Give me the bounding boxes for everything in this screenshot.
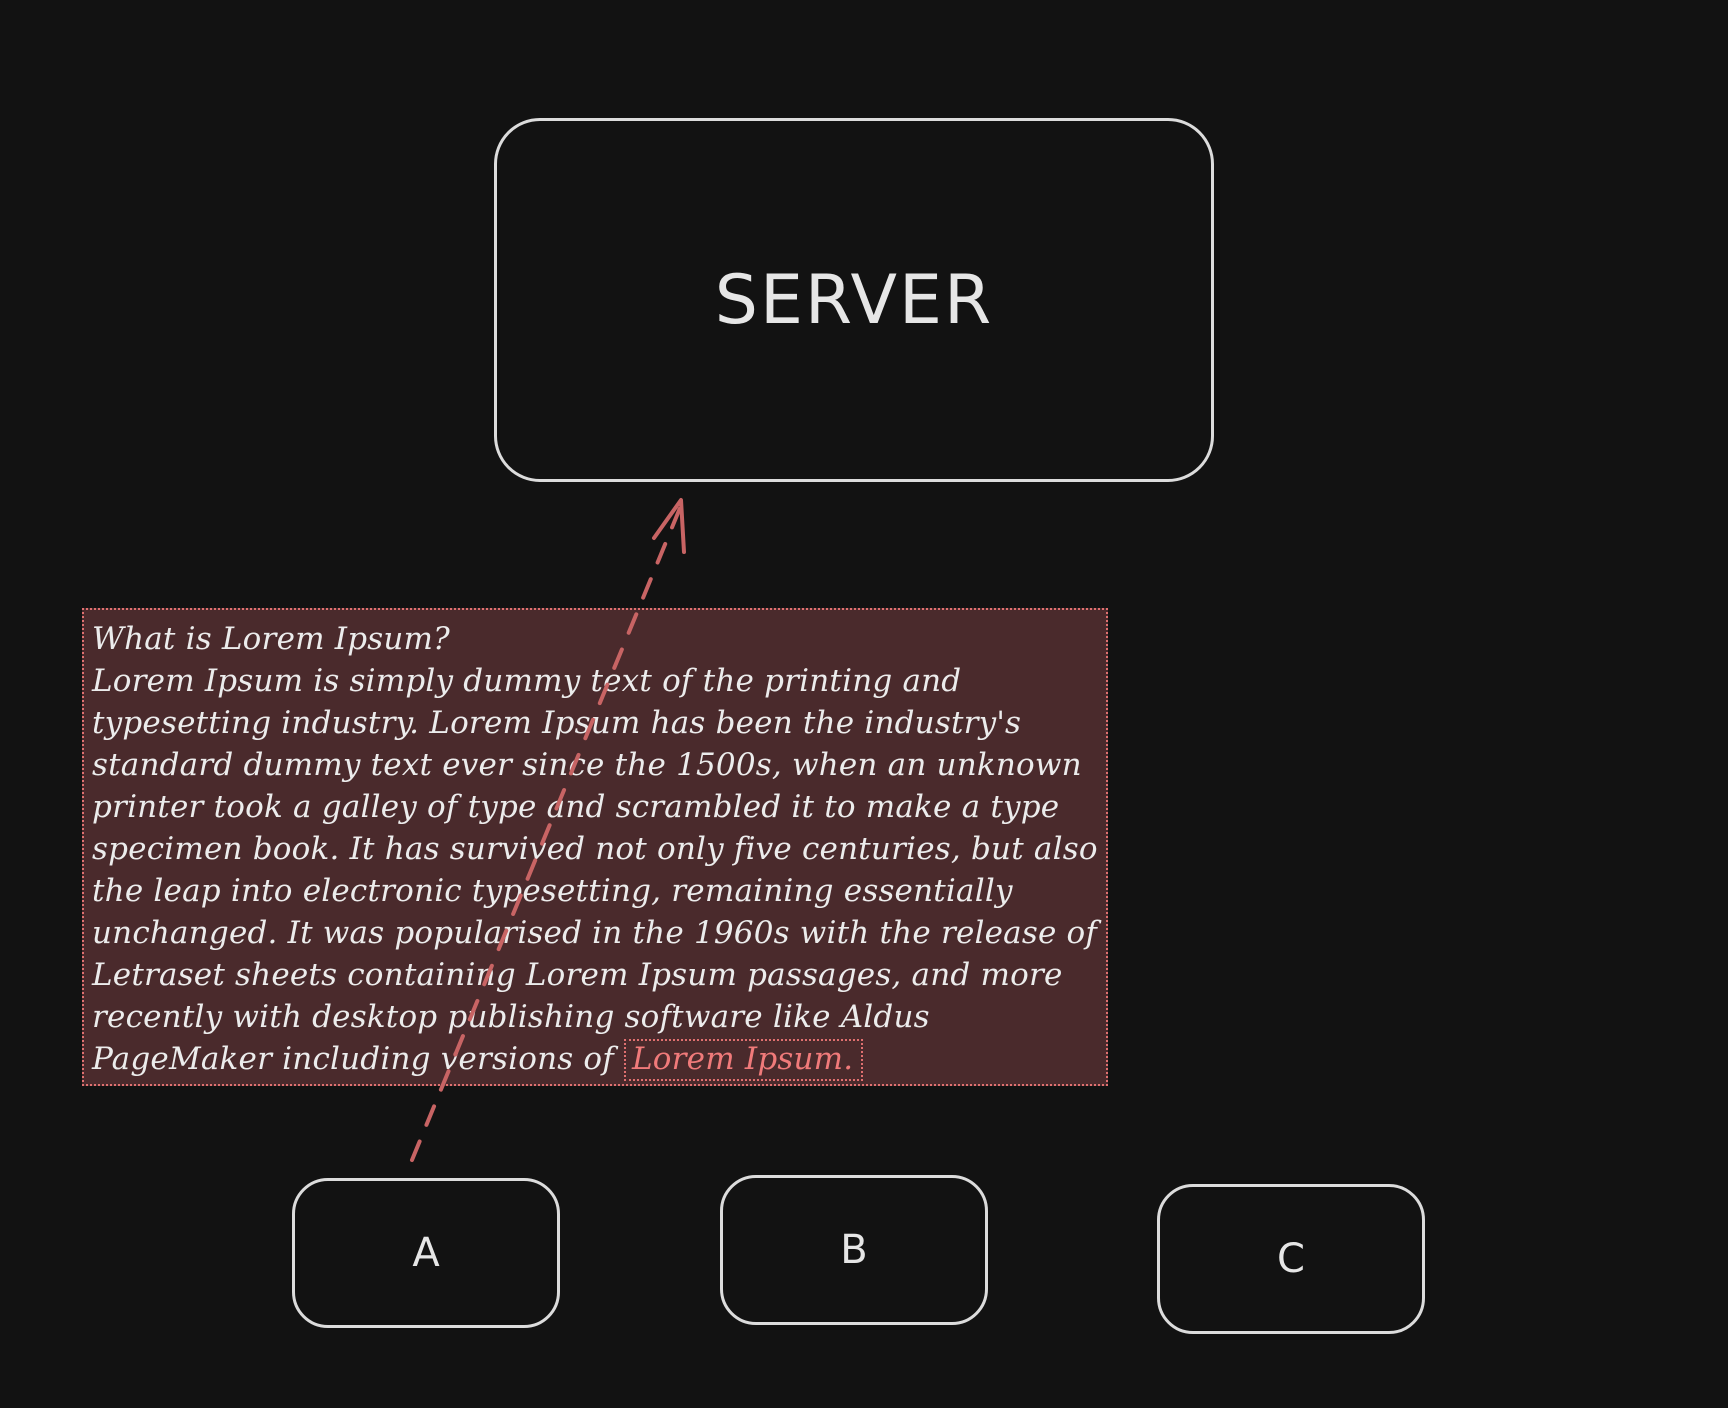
note-body: Lorem Ipsum is simply dummy text of the … [92, 663, 1098, 1077]
client-label-b: B [840, 1227, 868, 1273]
client-node-a[interactable]: A [292, 1178, 560, 1328]
server-node[interactable]: SERVER [494, 118, 1214, 482]
note-heading: What is Lorem Ipsum? [92, 621, 450, 657]
note-body-paragraph: Lorem Ipsum is simply dummy text of the … [92, 660, 1100, 1081]
note-highlight: Lorem Ipsum. [624, 1039, 864, 1081]
server-label: SERVER [714, 260, 994, 340]
lorem-note[interactable]: What is Lorem Ipsum? Lorem Ipsum is simp… [82, 608, 1108, 1086]
client-node-b[interactable]: B [720, 1175, 988, 1325]
arrowhead-icon [652, 498, 686, 554]
client-node-c[interactable]: C [1157, 1184, 1425, 1334]
client-label-a: A [412, 1230, 440, 1276]
client-label-c: C [1277, 1236, 1305, 1282]
